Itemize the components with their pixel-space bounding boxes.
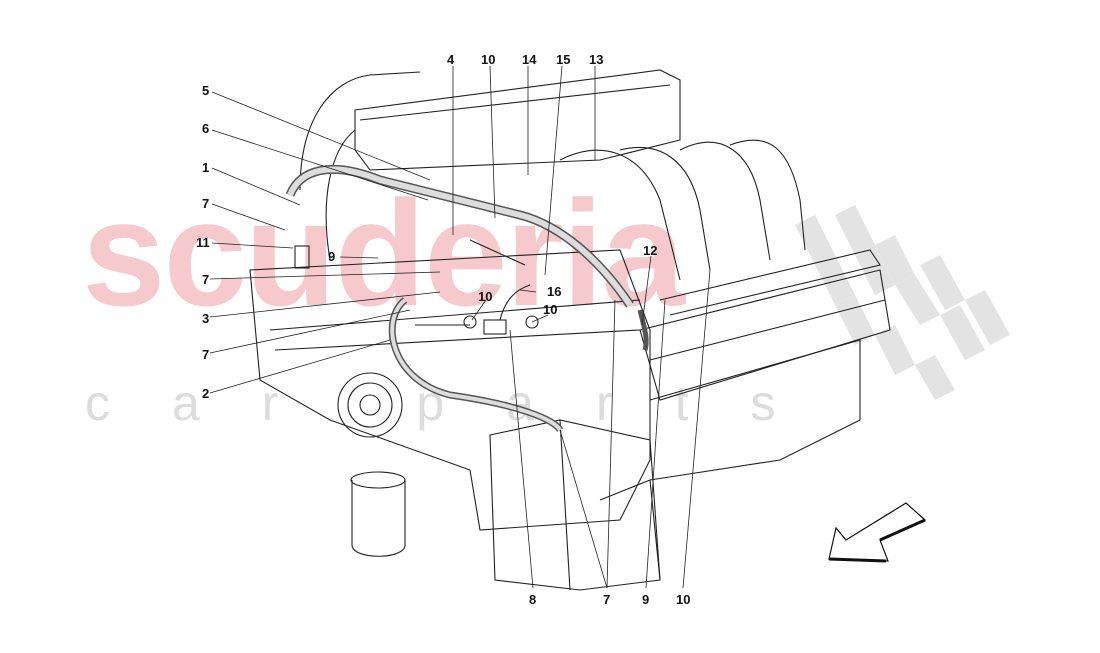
callout-10: 10 (481, 52, 496, 67)
callout-2: 2 (202, 386, 210, 401)
leader-lines (209, 65, 711, 589)
callout-14: 14 (522, 52, 537, 67)
callout-5: 5 (202, 83, 210, 98)
callout-7: 7 (202, 272, 210, 287)
callout-8: 8 (529, 592, 537, 607)
callout-1: 1 (202, 160, 210, 175)
direction-arrow-icon (828, 502, 927, 563)
callout-10: 10 (478, 289, 493, 304)
callout-7: 7 (202, 347, 210, 362)
callout-10: 10 (676, 592, 691, 607)
checkered-flag-watermark (795, 205, 1010, 400)
callout-11: 11 (196, 235, 210, 250)
callout-9: 9 (328, 249, 336, 264)
callout-12: 12 (643, 243, 658, 258)
callout-9: 9 (642, 592, 650, 607)
callout-15: 15 (556, 52, 571, 67)
callout-3: 3 (202, 311, 210, 326)
callout-4: 4 (447, 52, 455, 67)
callout-10: 10 (543, 302, 558, 317)
callout-6: 6 (202, 121, 210, 136)
engine-lines (249, 69, 891, 591)
callout-13: 13 (589, 52, 604, 67)
callout-16: 16 (547, 284, 562, 299)
callout-7: 7 (202, 196, 210, 211)
callout-7: 7 (603, 592, 611, 607)
